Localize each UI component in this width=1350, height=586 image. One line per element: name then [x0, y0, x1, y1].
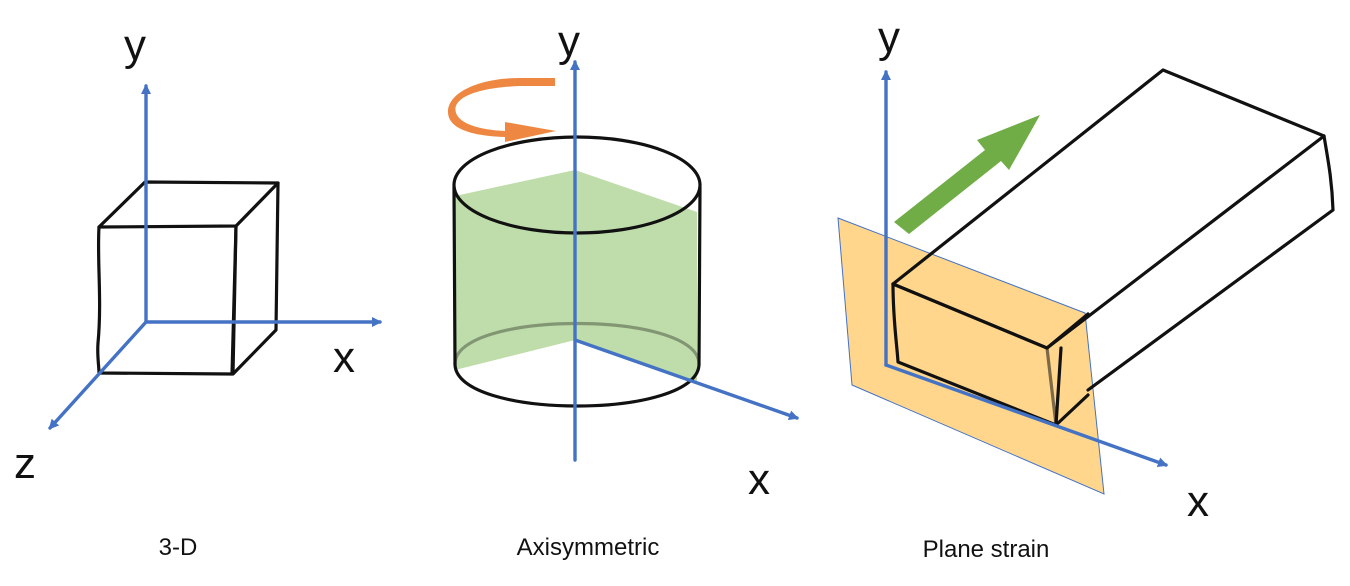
- x-axis-label: x: [748, 455, 770, 504]
- cutting-plane: [837, 217, 1105, 495]
- cube: [96, 180, 280, 376]
- prism: [891, 68, 1335, 427]
- caption-3d: 3-D: [159, 534, 198, 561]
- rotation-arrow: [448, 78, 556, 142]
- caption-axisymmetric: Axisymmetric: [517, 534, 660, 561]
- x-axis: [573, 338, 799, 421]
- panel-plane-strain: y x Plane strain: [837, 13, 1335, 563]
- caption-plane-strain: Plane strain: [923, 536, 1050, 563]
- y-axis-label: y: [558, 17, 580, 66]
- axes-plane-strain: [881, 70, 1168, 468]
- y-axis-label: y: [878, 13, 900, 62]
- x-axis-label: x: [333, 333, 355, 382]
- x-axis: [884, 363, 1168, 468]
- panel-axisymmetric: y x Axisymmetric: [448, 17, 799, 561]
- cylinder: [452, 135, 702, 408]
- x-axis-label: x: [1187, 477, 1209, 526]
- axes-axisymmetric: [570, 60, 799, 462]
- axes-3d: [48, 84, 382, 430]
- out-of-plane-arrow: [894, 115, 1040, 234]
- y-axis-label: y: [124, 21, 146, 70]
- z-axis: [48, 320, 148, 430]
- z-axis-label: z: [14, 439, 36, 488]
- panel-3d: y x z 3-D: [14, 21, 382, 561]
